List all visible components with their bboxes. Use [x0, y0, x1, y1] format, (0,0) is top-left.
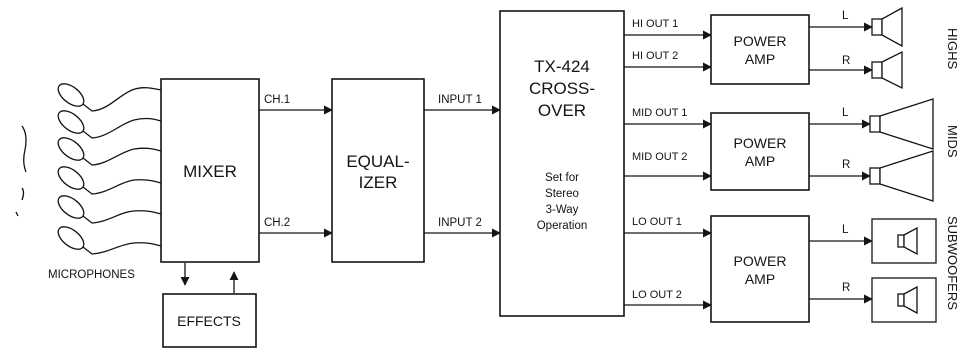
microphone-icon — [57, 110, 162, 139]
microphone-icon — [57, 166, 162, 195]
power-amp-mids-label-2: AMP — [745, 153, 775, 169]
crossover-block — [499, 10, 625, 317]
subwoofer-speaker-icon — [871, 277, 937, 323]
power-amp-highs-label-1: POWER — [734, 33, 787, 49]
power-amp-subwoofers-label-1: POWER — [734, 253, 787, 269]
power-amp-subwoofers — [710, 215, 810, 323]
subwoofer-speaker-icon — [871, 218, 937, 264]
equalizer-block — [331, 78, 425, 263]
mixer-label: MIXER — [183, 162, 237, 181]
subwoofers-group-label: SUBWOOFERS — [945, 216, 960, 310]
mids-group-label: MIDS — [945, 125, 960, 158]
lo-out-2-label: LO OUT 2 — [632, 289, 682, 301]
mid-out-2-label: MID OUT 2 — [632, 151, 687, 163]
crossover-label-line-3: OVER — [538, 101, 586, 120]
power-amp-highs — [710, 14, 810, 85]
microphone-icon — [57, 195, 162, 224]
crossover-label-line-2: CROSS- — [529, 79, 595, 98]
ch1-label: CH.1 — [264, 94, 290, 106]
horn-speaker-icon — [871, 50, 903, 90]
effects-label: EFFECTS — [177, 313, 241, 329]
input1-label: INPUT 1 — [438, 94, 482, 106]
mid-horn-speaker-icon — [869, 150, 934, 202]
mids-left-label: L — [842, 107, 849, 119]
microphones-label: MICROPHONES — [48, 269, 135, 281]
ch2-label: CH.2 — [264, 217, 290, 229]
microphone-icon — [57, 83, 162, 112]
power-amp-mids — [710, 112, 810, 191]
effects-block — [162, 293, 257, 348]
microphone-group — [57, 83, 162, 255]
hi-out-2-label: HI OUT 2 — [632, 50, 678, 62]
scan-marks — [15, 125, 27, 217]
mids-right-label: R — [842, 159, 850, 171]
equalizer-label-line-1: EQUAL- — [346, 152, 409, 171]
crossover-note-line-4: Operation — [537, 220, 588, 232]
equalizer-label-line-2: IZER — [359, 173, 398, 192]
hi-out-1-label: HI OUT 1 — [632, 18, 678, 30]
horn-speaker-icon — [871, 6, 903, 48]
crossover-label-line-1: TX-424 — [534, 57, 590, 76]
sub-right-label: R — [842, 282, 850, 294]
lo-out-1-label: LO OUT 1 — [632, 216, 682, 228]
highs-right-label: R — [842, 55, 850, 67]
mixer-block — [160, 78, 260, 263]
crossover-note-line-2: Stereo — [545, 188, 579, 200]
input2-label: INPUT 2 — [438, 217, 482, 229]
crossover-note-line-3: 3-Way — [546, 204, 579, 216]
power-amp-subwoofers-label-2: AMP — [745, 271, 775, 287]
power-amp-highs-label-2: AMP — [745, 51, 775, 67]
power-amp-mids-label-1: POWER — [734, 135, 787, 151]
mid-out-1-label: MID OUT 1 — [632, 107, 687, 119]
sub-left-label: L — [842, 224, 849, 236]
crossover-note-line-1: Set for — [545, 172, 579, 184]
microphone-icon — [57, 226, 162, 255]
mid-horn-speaker-icon — [869, 98, 934, 150]
microphone-icon — [57, 137, 162, 166]
highs-group-label: HIGHS — [945, 28, 960, 70]
highs-left-label: L — [842, 10, 849, 22]
